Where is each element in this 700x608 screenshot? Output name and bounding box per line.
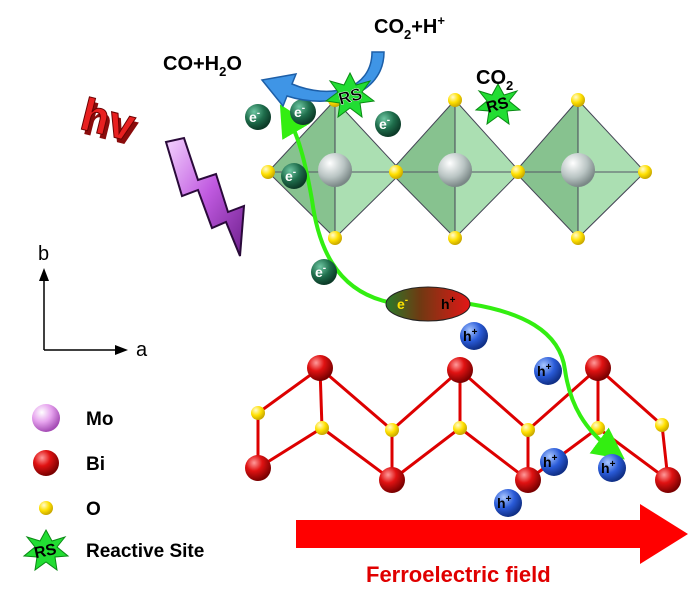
svg-text:RS: RS xyxy=(33,541,59,562)
reactive-site-star-icon: RS xyxy=(22,528,70,572)
svg-text:e-: e- xyxy=(379,115,390,132)
axis-b-label: b xyxy=(38,243,49,265)
mo-octahedra-layer xyxy=(261,93,652,245)
adsorbed-co2-label: CO2 xyxy=(476,67,513,93)
lightning-bolt-icon xyxy=(164,136,246,257)
axis-a-label: a xyxy=(136,339,148,361)
hole: h+ xyxy=(598,454,626,482)
electron-hole-pair: e- h+ xyxy=(385,286,471,322)
mo-atom xyxy=(438,153,472,187)
field-arrow-icon xyxy=(296,504,688,564)
product-label: CO+H2O xyxy=(163,53,242,79)
svg-text:Mo: Mo xyxy=(86,409,113,430)
svg-text:Bi: Bi xyxy=(86,454,105,475)
legend: Mo Bi O RS Reactive Site xyxy=(22,404,204,572)
electrons: e- e- e- e- e- xyxy=(245,99,401,285)
hole: h+ xyxy=(494,489,522,517)
electron: e- xyxy=(375,111,401,137)
svg-text:e-: e- xyxy=(249,108,260,125)
svg-text:RS: RS xyxy=(336,84,364,108)
reactant-label: CO2+H+ xyxy=(374,13,445,42)
mo-atom xyxy=(561,153,595,187)
field-label: Ferroelectric field xyxy=(366,562,551,587)
legend-item-reactive-site: RS Reactive Site xyxy=(22,528,204,572)
octahedron-3 xyxy=(514,98,646,240)
adsorbed-co2: RS CO2 xyxy=(474,67,522,126)
pair-hole-label: h+ xyxy=(441,295,456,312)
hole: h+ xyxy=(534,357,562,385)
electron: e- xyxy=(311,259,337,285)
svg-text:RS: RS xyxy=(485,95,511,117)
electron: e- xyxy=(245,104,271,130)
svg-text:e-: e- xyxy=(285,167,296,184)
octahedron-2 xyxy=(389,98,521,240)
electron: e- xyxy=(281,163,307,189)
svg-text:h+: h+ xyxy=(497,494,512,511)
svg-text:h+: h+ xyxy=(463,327,478,344)
hole: h+ xyxy=(540,448,568,476)
svg-text:e-: e- xyxy=(294,103,305,120)
electron: e- xyxy=(290,99,316,125)
bi-o-zigzag-layer xyxy=(245,355,681,493)
holes: h+ h+ h+ h+ h+ xyxy=(460,322,626,517)
electron-migration-path xyxy=(279,104,389,304)
reactive-site-star-icon: RS xyxy=(324,71,376,119)
hole: h+ xyxy=(460,322,488,350)
pair-electron-label: e- xyxy=(397,295,408,312)
mo-atom xyxy=(318,153,352,187)
bi-atoms xyxy=(245,355,681,493)
legend-item-o: O xyxy=(39,499,101,520)
svg-text:Reactive Site: Reactive Site xyxy=(86,541,204,562)
reduction-reaction: RS CO+H2O CO2+H+ xyxy=(163,13,445,119)
svg-text:e-: e- xyxy=(315,263,326,280)
ferroelectric-field: Ferroelectric field xyxy=(296,504,688,587)
light-source: hv hv xyxy=(75,87,246,257)
crystal-axes: b a xyxy=(38,243,148,361)
legend-item-mo: Mo xyxy=(32,404,113,432)
svg-text:h+: h+ xyxy=(543,453,558,470)
svg-text:O: O xyxy=(86,499,101,520)
hole-migration-path xyxy=(469,302,625,460)
reactive-site-star-icon: RS xyxy=(474,82,522,126)
legend-item-bi: Bi xyxy=(33,450,105,476)
hv-label-shadow: hv xyxy=(79,93,144,157)
svg-text:h+: h+ xyxy=(601,459,616,476)
svg-text:h+: h+ xyxy=(537,362,552,379)
